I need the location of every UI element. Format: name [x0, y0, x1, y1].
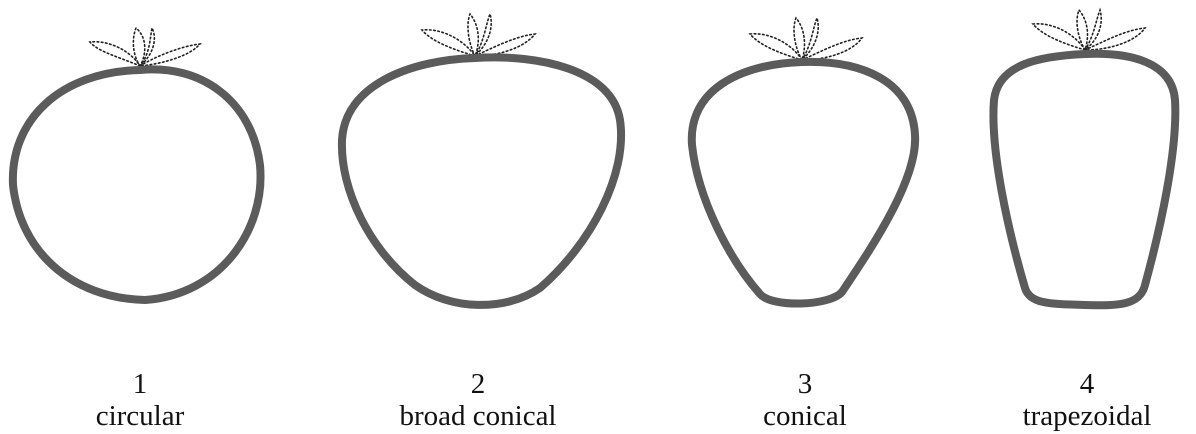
- shape-number-3: 3: [798, 368, 813, 400]
- fruit-outline: [993, 54, 1175, 305]
- calyx-icon: [750, 18, 862, 60]
- calyx-icon: [90, 28, 200, 66]
- shape-name-1: circular: [96, 400, 185, 432]
- shape-trapezoidal: [993, 10, 1175, 305]
- shape-name-3: conical: [763, 400, 847, 432]
- shape-circular: [13, 28, 261, 300]
- calyx-icon: [1033, 10, 1145, 50]
- calyx-icon: [422, 14, 535, 56]
- shape-name-4: trapezoidal: [1023, 400, 1152, 432]
- shape-name-2: broad conical: [399, 400, 556, 432]
- shape-number-2: 2: [471, 368, 486, 400]
- shape-broad-conical: [342, 14, 621, 305]
- shape-number-4: 4: [1080, 368, 1095, 400]
- fruit-outline: [13, 69, 261, 300]
- fruit-outline: [692, 62, 915, 304]
- fruit-outline: [342, 57, 621, 305]
- shape-number-1: 1: [133, 368, 148, 400]
- shape-conical: [692, 18, 915, 304]
